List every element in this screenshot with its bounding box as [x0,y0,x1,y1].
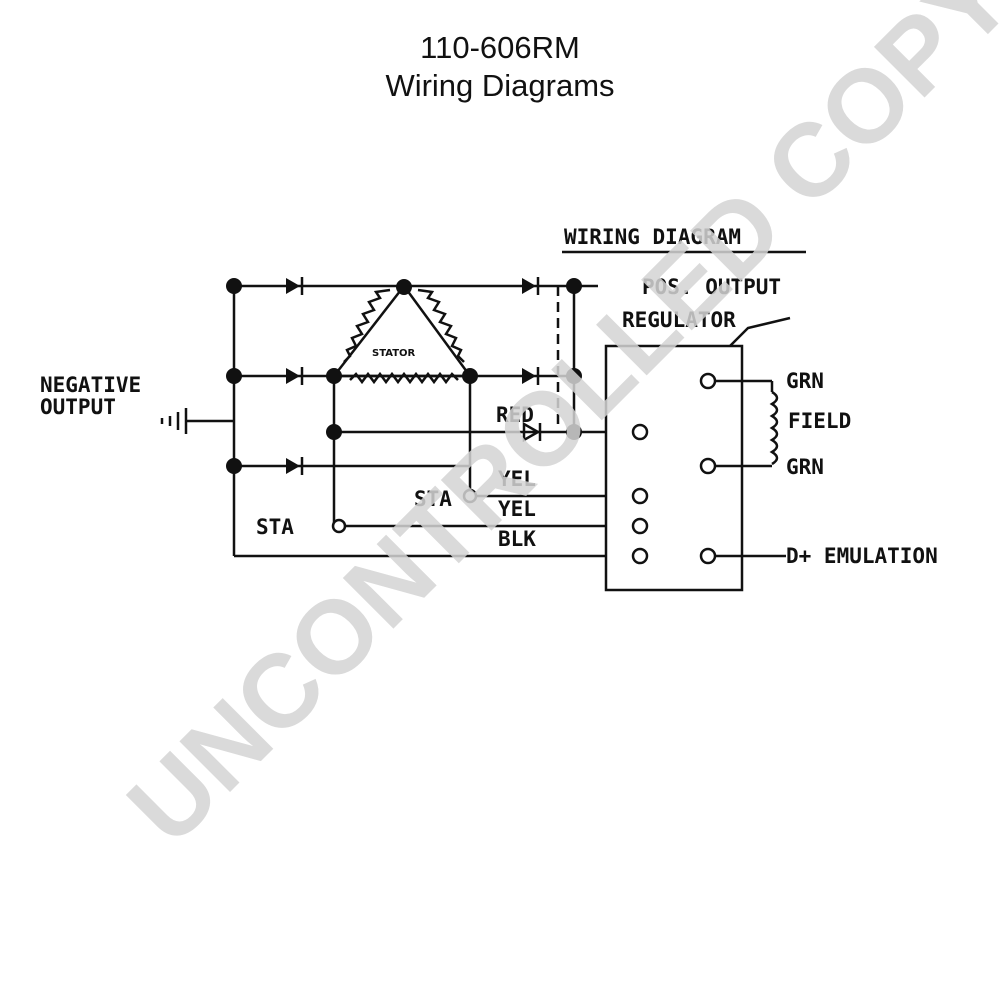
ground-icon [160,408,188,434]
pos-output-label: POS. OUTPUT [642,275,781,299]
output-label: OUTPUT [40,395,116,419]
yel-wire-label-2: YEL [498,497,536,521]
diode-icon [522,277,540,295]
red-wire-label: RED [496,403,534,427]
diode-icon [286,277,304,295]
page-title: 110-606RM [420,30,580,65]
grn-label-top: GRN [786,369,824,393]
diode-icon [286,367,304,385]
stator-terminal [462,488,478,504]
regulator-box [604,344,744,592]
field-label: FIELD [788,409,851,433]
sta-label-mid: STA [414,487,452,511]
page-subtitle: Wiring Diagrams [385,68,615,103]
stator-label: STATOR [372,348,416,359]
diode-icon [522,421,542,443]
watermark: UNCONTROLLED COPY [106,0,1000,866]
blk-wire-label: BLK [498,527,536,551]
wires [186,284,640,558]
diode-icon [286,457,304,475]
yel-wire-label: YEL [498,467,536,491]
diode-icon [522,367,540,385]
grn-label-bottom: GRN [786,455,824,479]
d-plus-emulation-label: D+ EMULATION [786,544,938,568]
negative-label: NEGATIVE [40,373,141,397]
sta-label: STA [256,515,294,539]
stator-coils [343,288,465,385]
sta-terminal [331,518,347,534]
field-coil [715,379,779,468]
regulator-label: REGULATOR [622,308,736,332]
junction-dots [226,278,582,474]
heading: WIRING DIAGRAM [562,225,806,254]
diagram-heading: WIRING DIAGRAM [564,225,741,249]
